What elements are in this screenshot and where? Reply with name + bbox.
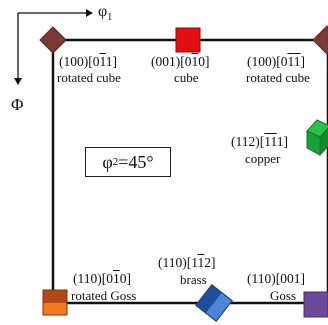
cube-marker — [175, 27, 201, 53]
miller-part: (110)[0 — [73, 271, 113, 286]
cube-name: cube — [174, 70, 199, 85]
copper-miller: (112)[111] — [231, 135, 288, 149]
rotated-cube-right-name: rotated cube — [246, 70, 310, 85]
miller-part-bar: 1 — [293, 54, 301, 69]
goss-name: Goss — [270, 288, 297, 303]
brass-miller: (110)[112] — [158, 256, 216, 270]
rotated-cube-left-name: rotated cube — [57, 70, 121, 85]
miller-part: 0] — [198, 54, 210, 69]
goss-miller: (110)[001] — [247, 272, 305, 286]
miller-part: (001)[0 — [151, 54, 192, 69]
miller-part-bar: 1 — [113, 271, 120, 286]
miller-part: 0] — [119, 271, 131, 286]
miller-part: 1] — [276, 134, 288, 149]
miller-part-bar: 1 — [287, 54, 294, 69]
miller-part-bar: 1 — [197, 255, 205, 270]
miller-part: 1] — [105, 54, 117, 69]
phi2-value: =45° — [118, 151, 154, 172]
brass-marker — [195, 284, 233, 322]
phi1-symbol: φ — [98, 3, 108, 20]
miller-part: ] — [300, 54, 306, 69]
miller-part-bar: 1 — [270, 134, 277, 149]
miller-part: (100)[0 — [59, 54, 100, 69]
miller-part: (110)[001] — [247, 271, 305, 286]
rotated-cube-right-miller: (100)[011] — [247, 55, 305, 69]
miller-part-bar: 1 — [99, 54, 106, 69]
cube-miller: (001)[010] — [151, 55, 210, 69]
miller-part: (112)[ — [231, 134, 265, 149]
Phi-axis-label: Φ — [11, 95, 24, 114]
rotated-goss-name: rotated Goss — [71, 288, 137, 303]
copper-marker — [306, 119, 328, 157]
phi1-axis-label: φ1 — [98, 4, 112, 23]
miller-part: (110)[1 — [158, 255, 198, 270]
copper-name: copper — [245, 151, 281, 166]
rotated-cube-left-miller: (100)[011] — [59, 55, 117, 69]
miller-part-bar: 1 — [191, 54, 199, 69]
phi1-subscript: 1 — [107, 12, 113, 24]
miller-part: (100)[0 — [247, 54, 288, 69]
brass-name: brass — [180, 272, 207, 287]
rotated-cube-left-marker — [39, 26, 67, 54]
phi2-subscript: 2 — [112, 156, 119, 168]
goss-marker — [303, 291, 328, 318]
phi2-symbol: φ — [102, 151, 113, 172]
rotated-goss-miller: (110)[010] — [73, 272, 131, 286]
miller-part-bar: 1 — [264, 134, 271, 149]
miller-part: 2] — [204, 255, 216, 270]
rotated-goss-marker — [42, 289, 68, 316]
rotated-cube-right-marker — [312, 25, 328, 55]
